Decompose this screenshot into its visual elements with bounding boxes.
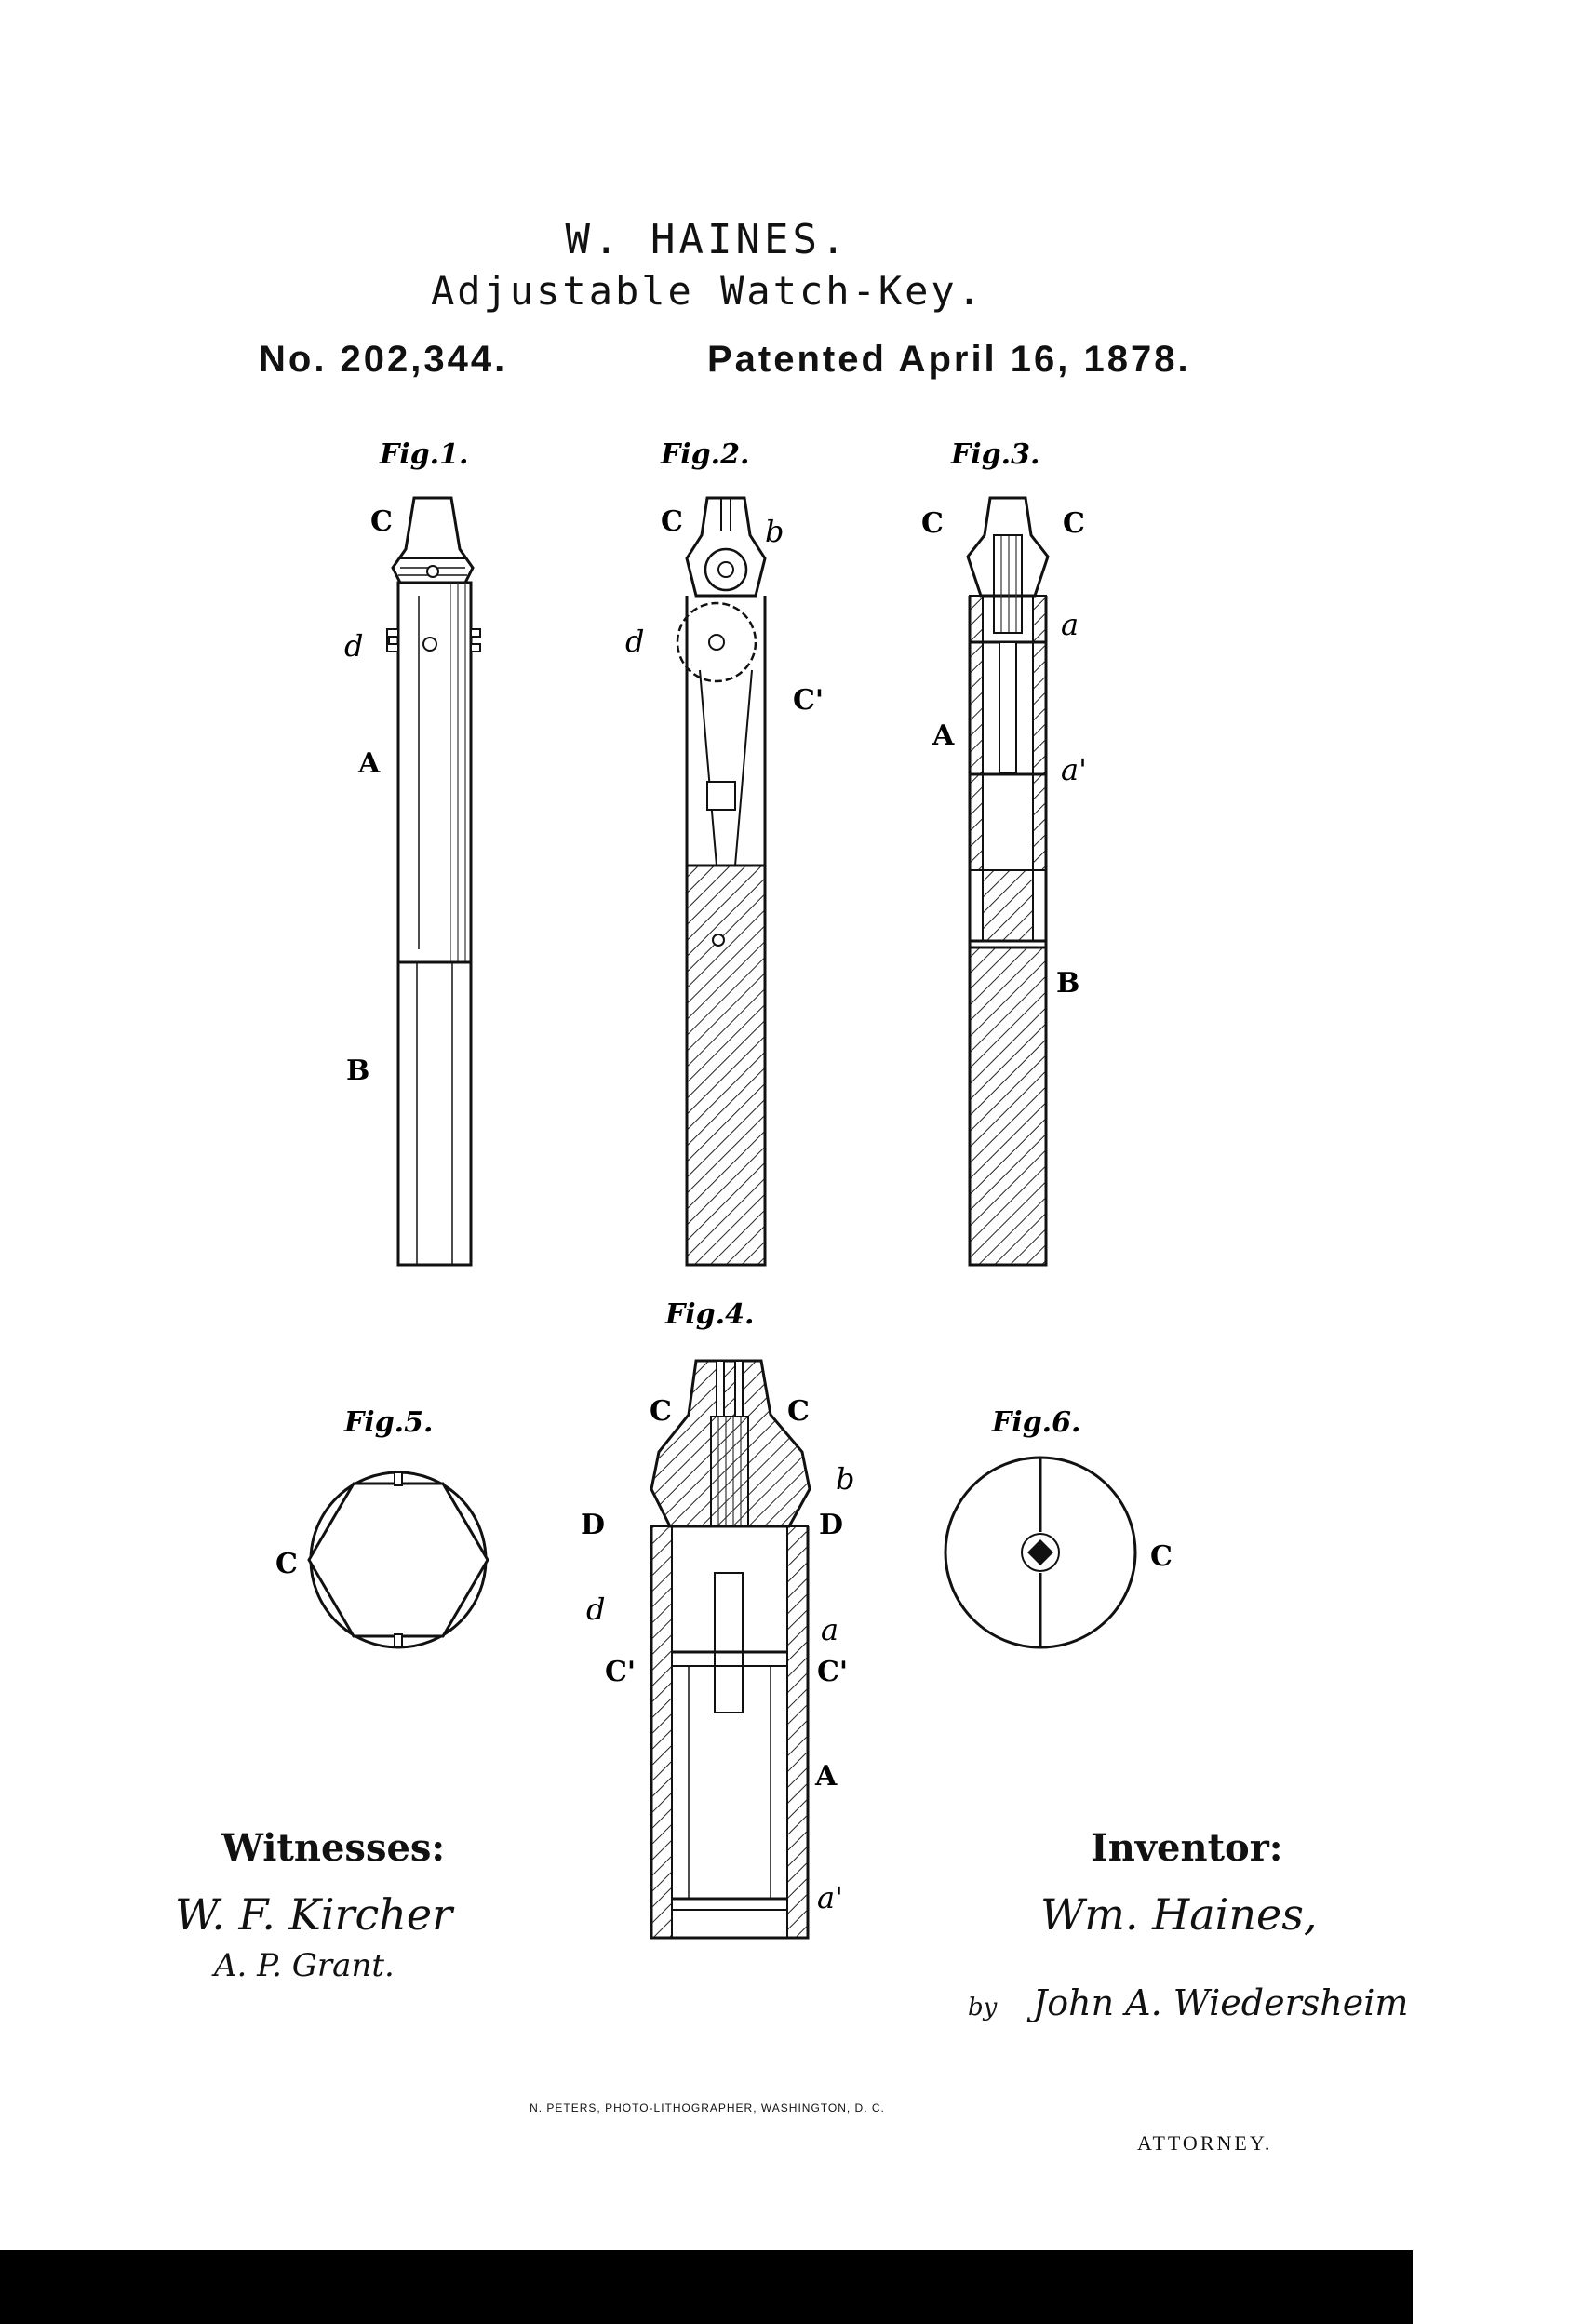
fig5-title: Fig.5.	[343, 1406, 433, 1439]
witnesses-heading: Witnesses:	[221, 1826, 446, 1870]
fig1-label-C: C	[370, 505, 393, 538]
patent-number: No. 202,344.	[259, 339, 508, 380]
attorney-signature: John A. Wiedersheim	[1033, 1982, 1409, 2023]
fig2-label-b: b	[765, 514, 784, 549]
fig4-label-C-right: C	[787, 1395, 810, 1428]
fig3-title: Fig.3.	[950, 438, 1039, 471]
by-text: by	[968, 1994, 998, 2022]
fig3-label-a: a	[1061, 607, 1079, 642]
fig4-label-a: a	[821, 1612, 838, 1647]
fig4-label-A: A	[814, 1760, 838, 1793]
figure-3: Fig.3. C C a A a' B	[921, 438, 1087, 1267]
fig2-label-C: C	[661, 505, 683, 538]
figure-1: Fig.1. C d A B	[344, 438, 481, 1267]
printer-credit: N. PETERS, PHOTO-LITHOGRAPHER, WASHINGTO…	[530, 2102, 885, 2115]
inventor-name: W. HAINES.	[565, 216, 850, 263]
fig3-label-a-prime: a'	[1061, 752, 1087, 787]
fig3-label-C-right: C	[1063, 507, 1085, 540]
fig4-label-C-prime-right: C'	[817, 1656, 848, 1688]
fig6-label-C: C	[1150, 1540, 1173, 1573]
fig4-label-C-left: C	[650, 1395, 672, 1428]
witness-signature-1: W. F. Kircher	[175, 1889, 453, 1940]
fig2-title: Fig.2.	[660, 438, 749, 471]
fig1-label-d: d	[344, 628, 363, 664]
inventor-signature: Wm. Haines,	[1040, 1889, 1318, 1940]
fig4-label-a-prime: a'	[817, 1880, 843, 1915]
fig2-label-C-prime: C'	[793, 684, 824, 717]
fig5-label-C: C	[275, 1548, 298, 1580]
fig3-label-B: B	[1056, 967, 1079, 1000]
fig4-label-D-left: D	[581, 1509, 605, 1541]
fig1-label-B: B	[346, 1055, 369, 1087]
fig6-title: Fig.6.	[991, 1406, 1080, 1439]
figure-6: Fig.6. C	[944, 1406, 1173, 1649]
fig4-title: Fig.4.	[664, 1298, 754, 1331]
patent-title: Adjustable Watch-Key.	[430, 268, 984, 314]
inventor-heading: Inventor:	[1091, 1826, 1283, 1870]
fig4-label-b: b	[836, 1461, 854, 1497]
fig3-label-A: A	[932, 719, 955, 752]
figure-2: Fig.2. C b d C'	[625, 438, 824, 1267]
fig1-label-A: A	[357, 747, 381, 780]
witness-signature-2: A. P. Grant.	[214, 1947, 395, 1984]
figure-5: Fig.5. C	[275, 1406, 489, 1649]
fig4-label-C-prime-left: C'	[605, 1656, 636, 1688]
fig1-title: Fig.1.	[379, 438, 468, 471]
fig2-label-d: d	[625, 624, 644, 659]
fig3-label-C-left: C	[921, 507, 944, 540]
figure-4: Fig.4. C C b D D d a C' C' A a'	[581, 1298, 854, 1940]
patent-date: Patented April 16, 1878.	[707, 339, 1191, 380]
attorney-label: ATTORNEY.	[1137, 2131, 1273, 2155]
fig4-label-d: d	[586, 1592, 605, 1627]
fig4-label-D-right: D	[819, 1509, 843, 1541]
scan-edge-bar	[0, 2250, 1413, 2324]
